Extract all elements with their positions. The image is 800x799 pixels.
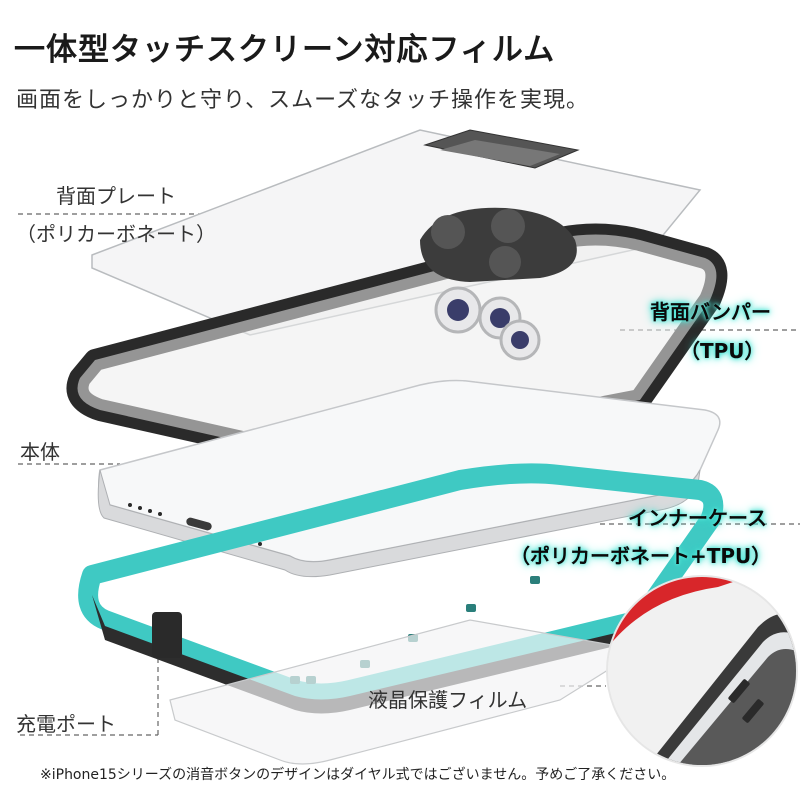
- lcd-film: [169, 619, 642, 765]
- label-back-bumper-line1: 背面バンパー: [650, 300, 771, 324]
- label-inner-case-line1: インナーケース: [628, 506, 767, 530]
- phone-body: [97, 286, 721, 578]
- closeup-image: [608, 577, 796, 765]
- footnote: ※iPhone15シリーズの消音ボタンのデザインはダイヤル式ではございません。予…: [40, 767, 676, 783]
- label-body: 本体: [20, 440, 60, 464]
- label-back-plate-line1: 背面プレート: [56, 184, 176, 208]
- page-title: 一体型タッチスクリーン対応フィルム: [14, 32, 556, 68]
- closeup-inset: [606, 575, 798, 767]
- label-back-bumper-line2: （TPU）: [680, 339, 765, 363]
- charge-port-cover: [152, 612, 182, 658]
- page-subtitle: 画面をしっかりと守り、スムーズなタッチ操作を実現。: [16, 88, 590, 113]
- label-charge-port: 充電ポート: [16, 712, 116, 736]
- label-back-plate-line2: （ポリカーボネート）: [16, 222, 216, 246]
- label-lcd-film: 液晶保護フィルム: [368, 688, 528, 712]
- label-inner-case-line2: （ポリカーボネート+TPU）: [510, 544, 772, 568]
